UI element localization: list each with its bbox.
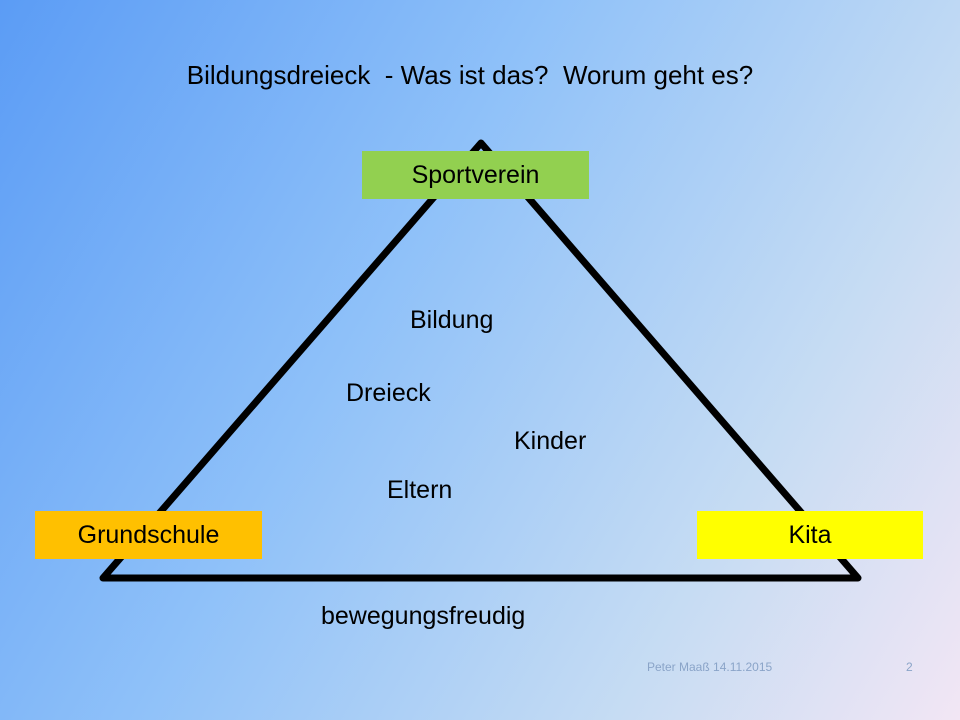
inner-word-eltern: Eltern <box>387 476 453 504</box>
vertex-box-kita: Kita <box>697 511 923 559</box>
vertex-label-grundschule: Grundschule <box>77 521 220 549</box>
inner-word-kinder: Kinder <box>514 427 587 455</box>
inner-word-dreieck: Dreieck <box>346 379 431 407</box>
triangle-outline <box>99 139 862 582</box>
vertex-label-sportverein: Sportverein <box>411 161 540 189</box>
vertex-label-kita: Kita <box>788 521 832 549</box>
footer-author-date: Peter Maaß 14.11.2015 <box>647 660 773 674</box>
slide-title: Bildungsdreieck - Was ist das? Worum geh… <box>186 60 754 90</box>
vertex-box-grundschule: Grundschule <box>35 511 262 559</box>
vertex-box-sportverein: Sportverein <box>362 151 589 199</box>
page-number: 2 <box>906 660 913 674</box>
inner-word-bildung: Bildung <box>410 306 494 334</box>
bottom-word: bewegungsfreudig <box>321 602 526 630</box>
